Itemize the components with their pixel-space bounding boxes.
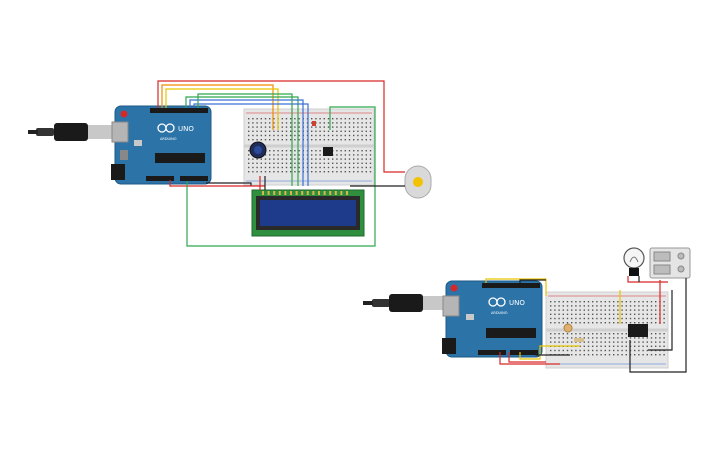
resistor[interactable] xyxy=(574,338,584,342)
board-model-label-2: UNO xyxy=(509,299,525,307)
photoresistor[interactable] xyxy=(563,323,573,333)
wires-circuit-2 xyxy=(485,276,687,373)
circuit-1: UNO ARDUINO xyxy=(28,80,432,247)
reset-button[interactable] xyxy=(120,110,128,118)
power-jack xyxy=(111,164,125,180)
usb-cable-1[interactable] xyxy=(28,123,114,141)
ic-chip-1[interactable] xyxy=(323,147,333,156)
board-brand-label: ARDUINO xyxy=(160,137,177,141)
potentiometer[interactable] xyxy=(249,141,267,159)
light-bulb[interactable] xyxy=(623,247,645,276)
lcd-16x2[interactable] xyxy=(251,189,365,237)
analog-header xyxy=(180,176,208,181)
lcd-screen xyxy=(260,200,356,226)
power-outlet[interactable] xyxy=(649,247,691,279)
relay-module[interactable] xyxy=(628,324,648,337)
reset-button-2[interactable] xyxy=(450,284,458,292)
circuit-2: UNO ARDUINO xyxy=(363,247,691,373)
board-brand-label-2: ARDUINO xyxy=(491,311,508,315)
wires-circuit-1 xyxy=(157,80,405,247)
arduino-uno-2[interactable]: UNO ARDUINO xyxy=(442,280,543,358)
atmega-chip xyxy=(155,153,205,163)
usb-port xyxy=(111,121,129,143)
dc-motor[interactable] xyxy=(404,165,432,199)
usb-cable-2[interactable] xyxy=(363,294,445,312)
breadboard-holes xyxy=(248,118,372,173)
led-red[interactable] xyxy=(312,121,316,126)
arduino-uno-1[interactable]: UNO ARDUINO xyxy=(111,105,212,185)
board-model-label: UNO xyxy=(178,125,194,133)
power-header xyxy=(146,176,174,181)
digital-header xyxy=(150,108,208,113)
